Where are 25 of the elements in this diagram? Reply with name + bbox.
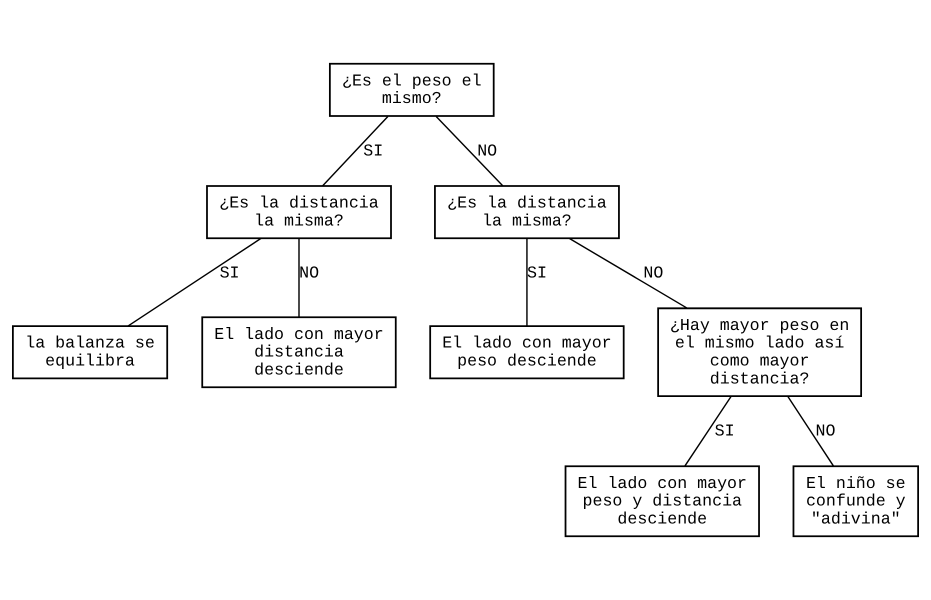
node-box: ¿Es la distancia la misma? xyxy=(434,185,620,240)
edge-label: NO xyxy=(816,422,836,441)
connector xyxy=(787,396,834,466)
connector xyxy=(526,238,528,326)
node-box: ¿Es el peso el mismo? xyxy=(328,62,495,117)
edge-label: SI xyxy=(527,264,547,283)
connector xyxy=(322,116,388,186)
edge-label: NO xyxy=(477,141,498,160)
node-box: El niño se confunde y "adivina" xyxy=(792,465,919,538)
edge-label: SI xyxy=(714,422,735,441)
connector xyxy=(568,238,688,309)
connector xyxy=(128,238,262,327)
connector xyxy=(298,238,300,317)
node-box: El lado con mayor distancia desciende xyxy=(201,316,397,388)
node-box: El lado con mayor peso y distancia desciende xyxy=(564,465,760,538)
connector xyxy=(436,116,504,186)
node-box: ¿Hay mayor peso en el mismo lado así como mayor distancia? xyxy=(657,307,862,398)
edge-label: NO xyxy=(299,264,320,283)
connector xyxy=(684,396,732,466)
node-box: ¿Es la distancia la misma? xyxy=(206,185,392,240)
node-box: El lado con mayor peso desciende xyxy=(429,325,625,380)
edge-label: SI xyxy=(363,141,384,160)
node-box: la balanza se equilibra xyxy=(12,325,168,380)
edge-label: NO xyxy=(643,264,664,283)
edge-label: SI xyxy=(220,264,240,283)
